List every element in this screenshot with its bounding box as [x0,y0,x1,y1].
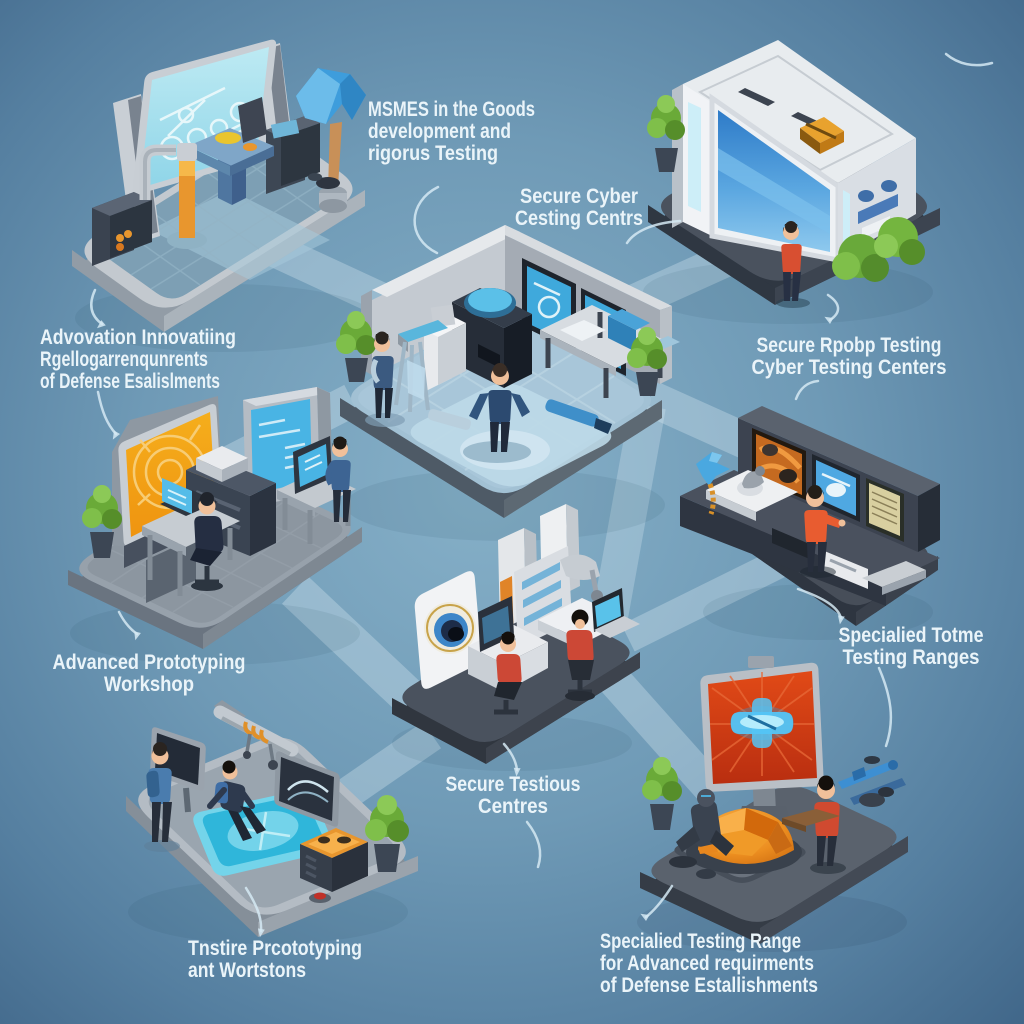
svg-text:Advanced PrototypingWorkshop: Advanced PrototypingWorkshop [53,651,246,696]
svg-text:Advovation InnovatiingRgelloga: Advovation InnovatiingRgellogarrenqunren… [40,326,236,393]
svg-text:Secure TestiousCentres: Secure TestiousCentres [446,773,581,818]
svg-text:Specialied TotmeTesting Ranges: Specialied TotmeTesting Ranges [839,624,984,669]
svg-text:Specialied Testing Rangefor Ad: Specialied Testing Rangefor Advanced req… [600,930,818,997]
svg-text:Secure CyberCesting Centrs: Secure CyberCesting Centrs [515,185,643,230]
svg-text:Secure Rpobp TestingCyber Test: Secure Rpobp TestingCyber Testing Center… [752,334,947,379]
svg-text:MSMES in the Goodsdevelopment: MSMES in the Goodsdevelopment andrigorus… [368,98,535,165]
svg-text:Tnstire Prcototypingant Wortst: Tnstire Prcototypingant Wortstons [188,937,362,982]
